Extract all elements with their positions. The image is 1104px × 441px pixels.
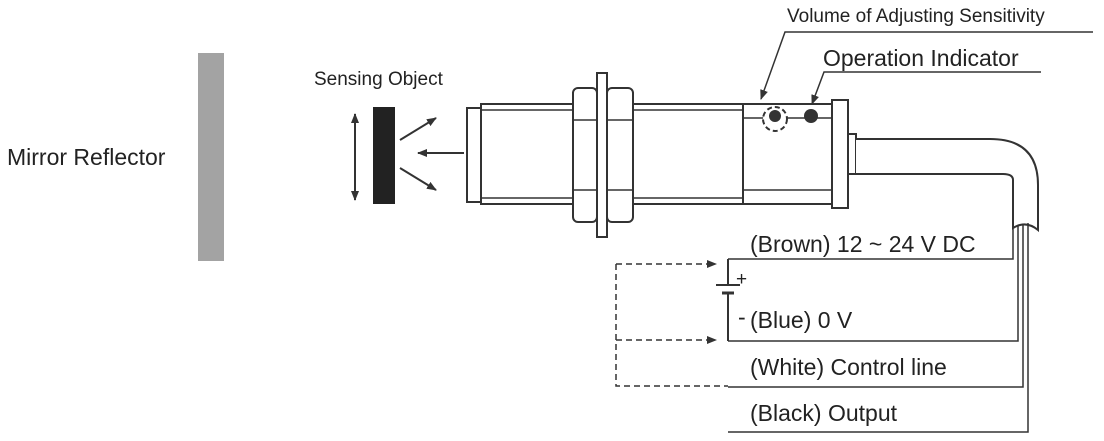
blue-wire-label: (Blue) 0 V	[750, 307, 853, 333]
reflection-arrow-up	[399, 117, 437, 141]
sensor-cable	[856, 138, 1039, 233]
sensing-object-block	[373, 107, 395, 204]
operation-indicator-led	[804, 109, 818, 123]
wire-leads	[728, 223, 1029, 433]
sensitivity-volume-center	[769, 110, 781, 122]
white-wire-label: (White) Control line	[750, 354, 947, 380]
mirror-reflector-label: Mirror Reflector	[7, 144, 166, 170]
volume-leader-line	[760, 31, 1093, 100]
dc-power-source-symbol	[716, 259, 740, 341]
volume-label: Volume of Adjusting Sensitivity	[787, 6, 1045, 27]
external-control-wiring	[615, 260, 728, 387]
mirror-reflector-plate	[198, 53, 224, 261]
operation-indicator-label: Operation Indicator	[823, 45, 1019, 71]
plus-sign: +	[736, 269, 748, 290]
sensing-object-label: Sensing Object	[314, 69, 443, 90]
reflection-arrow-down	[399, 167, 437, 191]
indicator-leader-line	[811, 71, 1041, 105]
minus-sign: -	[738, 304, 746, 330]
brown-wire-label: (Brown) 12 ~ 24 V DC	[750, 231, 976, 257]
sensor-body	[466, 72, 857, 238]
black-wire-label: (Black) Output	[750, 400, 897, 426]
